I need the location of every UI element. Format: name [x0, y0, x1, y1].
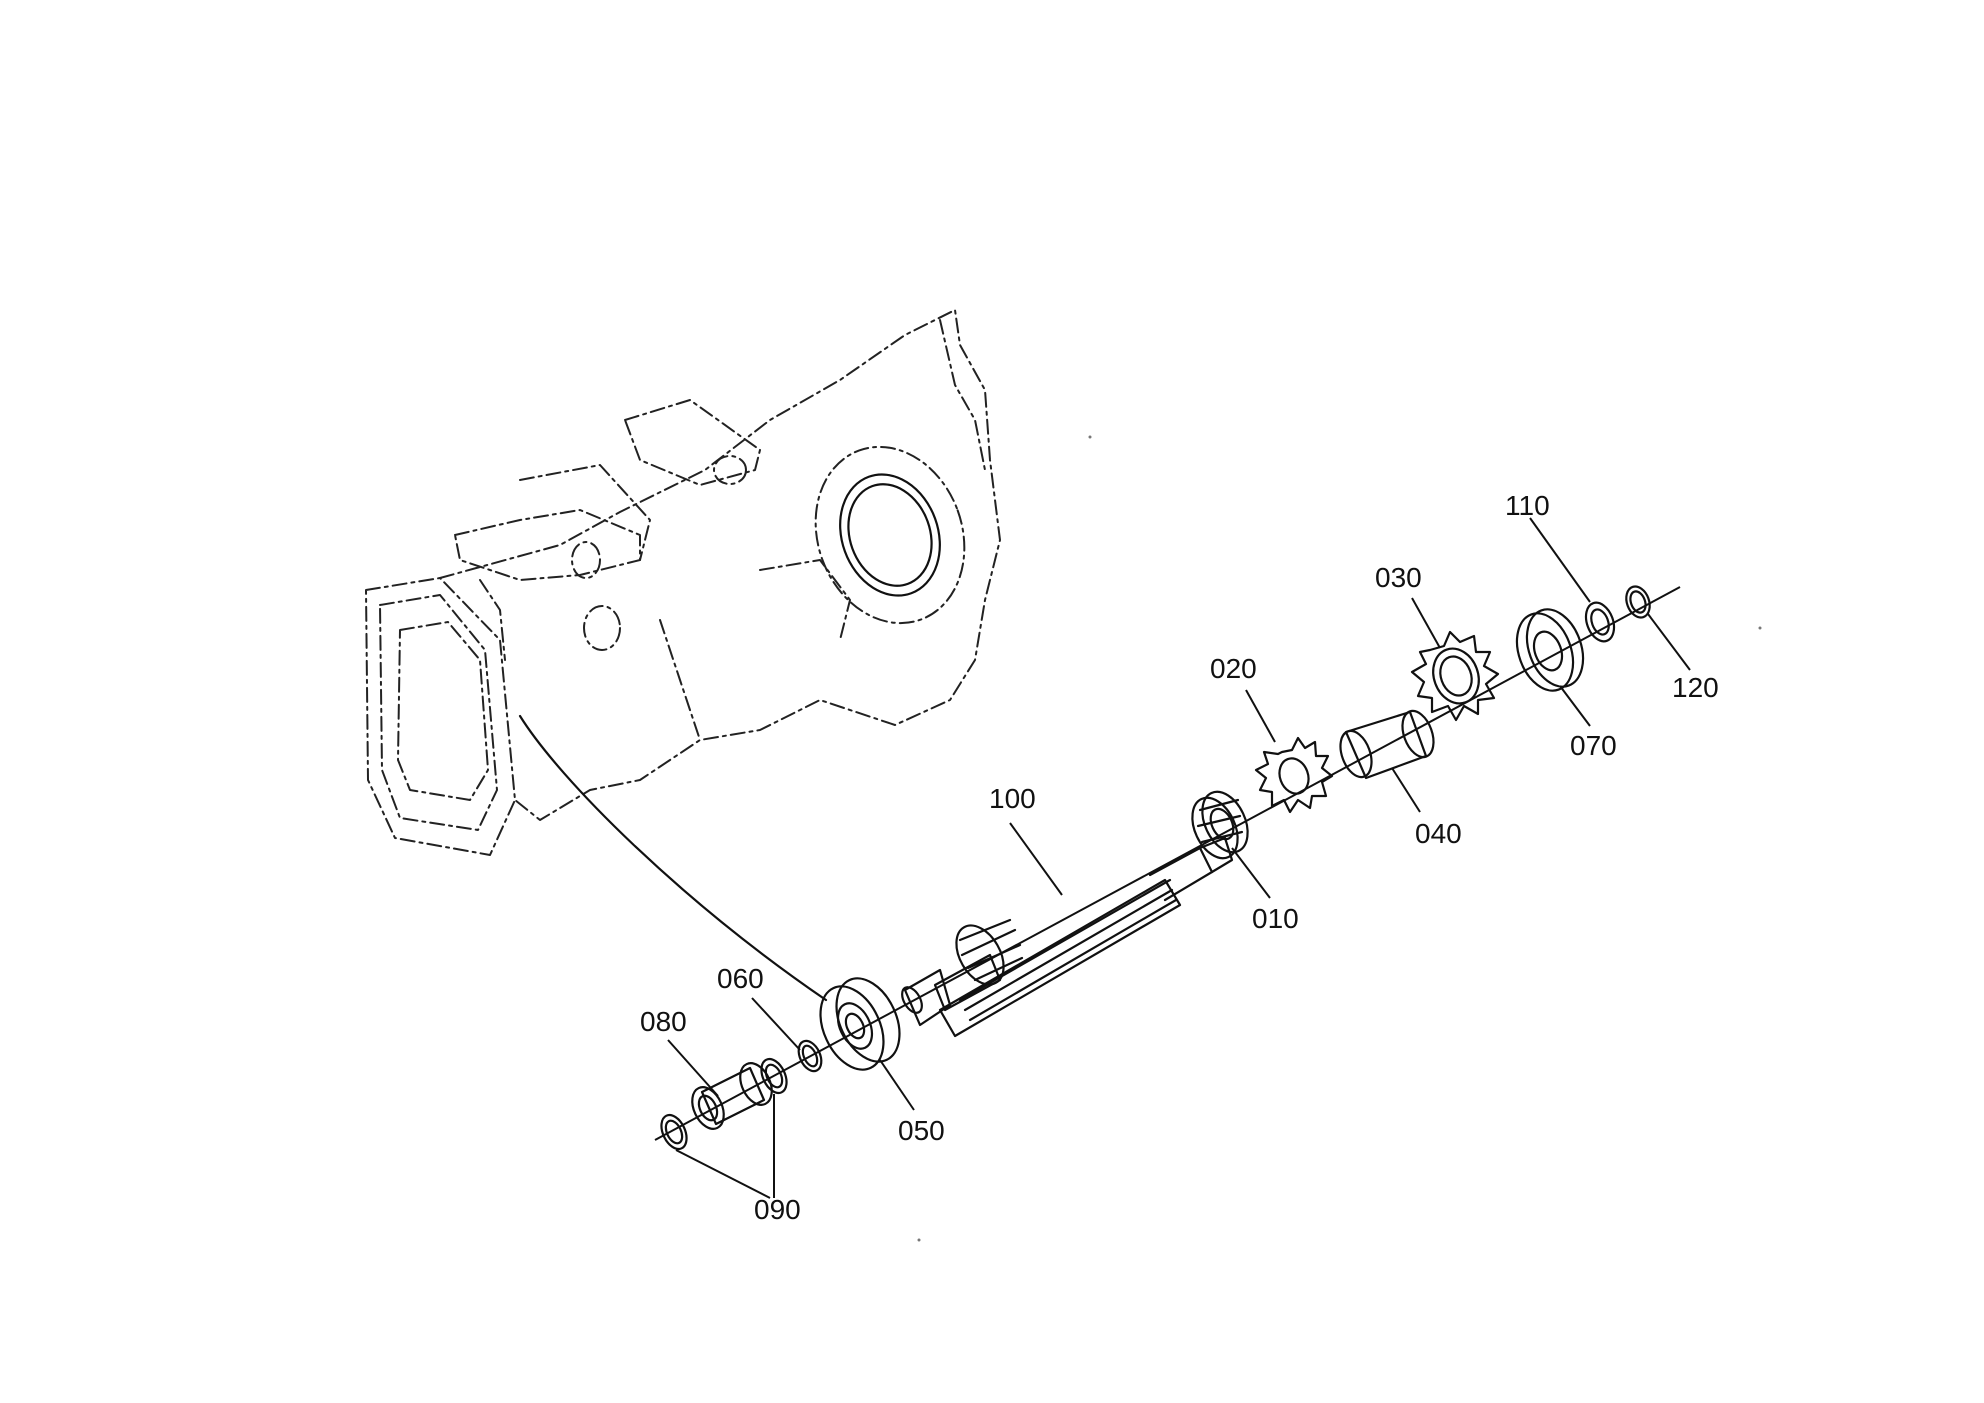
sleeve	[1339, 709, 1435, 780]
leader-030	[1411, 597, 1441, 649]
leader-040	[1391, 767, 1421, 813]
callout-110: 110	[1505, 490, 1550, 521]
leader-080	[667, 1039, 719, 1097]
scan-speck	[1088, 435, 1092, 439]
transmission-housing	[365, 309, 1001, 856]
main-shaft	[901, 836, 1234, 1038]
shaft-axis	[654, 586, 1681, 1141]
housing-leader-line	[518, 714, 828, 1002]
callout-070: 070	[1570, 730, 1617, 761]
callout-090: 090	[754, 1194, 801, 1225]
snap-ring-120	[1625, 585, 1651, 619]
leader-110	[1529, 517, 1591, 603]
callout-060: 060	[717, 963, 764, 994]
callout-120: 120	[1672, 672, 1719, 703]
leader-070	[1559, 685, 1591, 727]
washer-110	[1584, 601, 1616, 643]
leader-100	[1009, 822, 1063, 896]
callout-100: 100	[989, 783, 1036, 814]
leader-060	[751, 997, 801, 1051]
leader-010	[1231, 847, 1271, 899]
spur-gear-020	[1254, 736, 1334, 814]
snap-ring-090-b	[660, 1113, 688, 1151]
leader-050	[879, 1059, 915, 1111]
callout-040: 040	[1415, 818, 1462, 849]
callout-020: 020	[1210, 653, 1257, 684]
large-gear-030	[1410, 630, 1500, 722]
leader-090-a	[675, 1149, 771, 1199]
leader-lines	[667, 517, 1691, 1199]
small-gear	[1191, 790, 1249, 860]
leader-020	[1245, 689, 1276, 743]
snap-ring-090-a	[760, 1057, 788, 1095]
leader-120	[1647, 613, 1691, 671]
scan-speck	[917, 1238, 921, 1242]
rear-bearing-070	[1515, 608, 1585, 692]
callout-050: 050	[898, 1115, 945, 1146]
ring-060	[797, 1039, 823, 1073]
callout-030: 030	[1375, 562, 1422, 593]
front-bearing-050	[819, 977, 901, 1071]
needle-bearing-080	[691, 1062, 773, 1130]
scan-speck	[1758, 626, 1762, 630]
callout-080: 080	[640, 1006, 687, 1037]
callout-010: 010	[1252, 903, 1299, 934]
callout-labels: 010 020 030 040 050 060 070 080 090 100 …	[640, 490, 1719, 1225]
